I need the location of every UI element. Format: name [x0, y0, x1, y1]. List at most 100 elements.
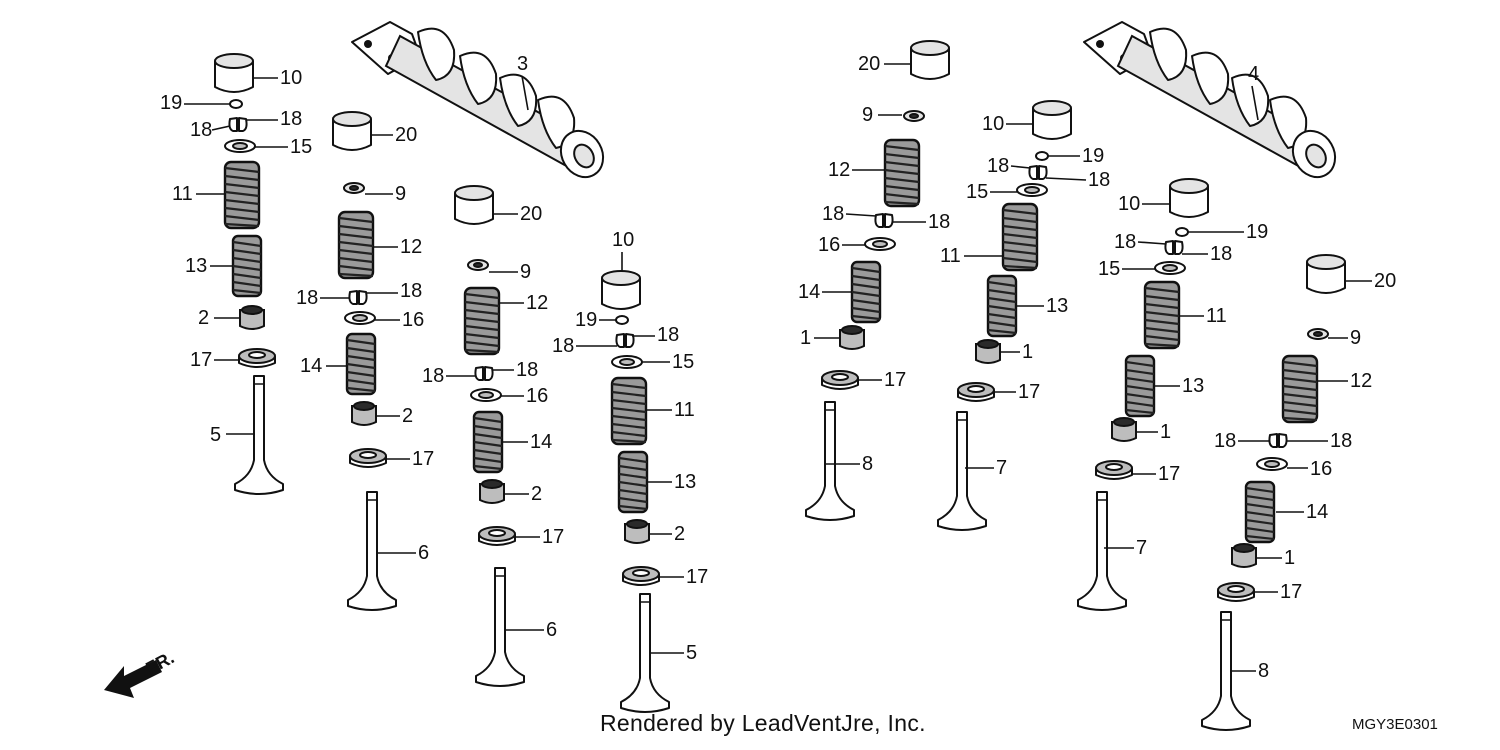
svg-text:1: 1	[1022, 341, 1033, 363]
svg-text:10: 10	[612, 229, 634, 251]
valve-assembly-5	[805, 40, 950, 521]
callouts-group-2: 20 9 12 18 18 16 14 2 17 6	[296, 124, 434, 564]
svg-text:13: 13	[674, 471, 696, 493]
svg-text:9: 9	[1350, 327, 1361, 349]
svg-text:11: 11	[172, 183, 193, 205]
svg-text:2: 2	[402, 405, 413, 427]
svg-text:9: 9	[862, 104, 873, 126]
svg-text:18: 18	[1114, 231, 1136, 253]
svg-text:18: 18	[516, 359, 538, 381]
svg-text:7: 7	[996, 457, 1007, 479]
svg-text:6: 6	[418, 542, 429, 564]
svg-text:17: 17	[1158, 463, 1180, 485]
svg-text:20: 20	[520, 203, 542, 225]
callouts-group-5: 20 9 12 18 18 16 14 1 17 8	[798, 53, 950, 475]
svg-text:18: 18	[1210, 243, 1232, 265]
rendered-by-footer: Rendered by LeadVentJre, Inc.	[600, 710, 926, 736]
svg-text:5: 5	[686, 642, 697, 664]
svg-text:18: 18	[422, 365, 444, 387]
svg-text:8: 8	[862, 453, 873, 475]
svg-text:18: 18	[1330, 430, 1352, 452]
svg-text:15: 15	[290, 136, 312, 158]
svg-text:11: 11	[940, 245, 961, 267]
callouts-group-7: 10 19 18 18 15 11 13 1 17 7	[1098, 193, 1268, 559]
svg-text:18: 18	[400, 280, 422, 302]
svg-text:2: 2	[531, 483, 542, 505]
svg-text:12: 12	[1350, 370, 1372, 392]
svg-text:9: 9	[520, 261, 531, 283]
callout-4: 4	[1248, 63, 1259, 121]
svg-text:5: 5	[210, 424, 221, 446]
svg-text:14: 14	[530, 431, 552, 453]
svg-text:3: 3	[517, 53, 528, 75]
svg-text:12: 12	[828, 159, 850, 181]
svg-text:16: 16	[818, 234, 840, 256]
svg-text:17: 17	[884, 369, 906, 391]
svg-text:14: 14	[1306, 501, 1328, 523]
svg-text:1: 1	[1160, 421, 1171, 443]
svg-text:18: 18	[657, 324, 679, 346]
callouts-group-3: 20 9 12 18 18 16 14 2 17 6	[422, 203, 564, 641]
svg-text:13: 13	[1046, 295, 1068, 317]
svg-text:18: 18	[280, 108, 302, 130]
valve-assembly-2	[332, 111, 397, 611]
svg-text:17: 17	[412, 448, 434, 470]
svg-text:14: 14	[300, 355, 322, 377]
svg-text:15: 15	[672, 351, 694, 373]
svg-text:15: 15	[1098, 258, 1120, 280]
svg-text:16: 16	[402, 309, 424, 331]
camshaft-4	[1083, 21, 1345, 186]
svg-text:19: 19	[1082, 145, 1104, 167]
svg-text:18: 18	[1088, 169, 1110, 191]
svg-text:18: 18	[987, 155, 1009, 177]
svg-text:9: 9	[395, 183, 406, 205]
svg-text:11: 11	[1206, 305, 1227, 327]
svg-text:18: 18	[296, 287, 318, 309]
svg-text:19: 19	[1246, 221, 1268, 243]
callouts-group-6: 10 19 18 18 15 11 13 1 17 7	[940, 113, 1110, 479]
svg-text:15: 15	[966, 181, 988, 203]
svg-text:19: 19	[575, 309, 597, 331]
valve-assembly-3	[454, 185, 525, 687]
svg-text:11: 11	[674, 399, 695, 421]
svg-text:12: 12	[400, 236, 422, 258]
svg-text:10: 10	[1118, 193, 1140, 215]
svg-text:8: 8	[1258, 660, 1269, 682]
diagram-code: MGY3E0301	[1352, 716, 1438, 733]
svg-text:7: 7	[1136, 537, 1147, 559]
svg-text:13: 13	[1182, 375, 1204, 397]
svg-text:4: 4	[1248, 63, 1259, 85]
svg-text:2: 2	[674, 523, 685, 545]
svg-text:1: 1	[1284, 547, 1295, 569]
callouts-group-4: 10 19 18 18 15 11 13 2 17 5	[552, 229, 708, 664]
svg-text:18: 18	[1214, 430, 1236, 452]
svg-text:13: 13	[185, 255, 207, 277]
front-direction-arrow: FR.	[104, 647, 177, 698]
camshaft-3	[351, 21, 613, 186]
svg-text:10: 10	[982, 113, 1004, 135]
svg-text:18: 18	[190, 119, 212, 141]
svg-text:17: 17	[1018, 381, 1040, 403]
svg-text:16: 16	[1310, 458, 1332, 480]
svg-text:20: 20	[858, 53, 880, 75]
svg-text:18: 18	[552, 335, 574, 357]
callout-3: 3	[517, 53, 529, 111]
callouts-group-1: 10 19 18 18 15 11 13 2 17 5	[160, 67, 312, 446]
svg-text:14: 14	[798, 281, 820, 303]
svg-text:17: 17	[1280, 581, 1302, 603]
callouts-group-8: 20 9 12 18 18 16 14 1 17 8	[1214, 270, 1396, 682]
svg-text:16: 16	[526, 385, 548, 407]
svg-text:17: 17	[686, 566, 708, 588]
svg-text:19: 19	[160, 92, 182, 114]
svg-text:1: 1	[800, 327, 811, 349]
svg-text:12: 12	[526, 292, 548, 314]
svg-text:17: 17	[190, 349, 212, 371]
svg-text:18: 18	[822, 203, 844, 225]
svg-text:20: 20	[1374, 270, 1396, 292]
svg-text:6: 6	[546, 619, 557, 641]
svg-text:18: 18	[928, 211, 950, 233]
svg-text:2: 2	[198, 307, 209, 329]
svg-text:17: 17	[542, 526, 564, 548]
svg-text:10: 10	[280, 67, 302, 89]
